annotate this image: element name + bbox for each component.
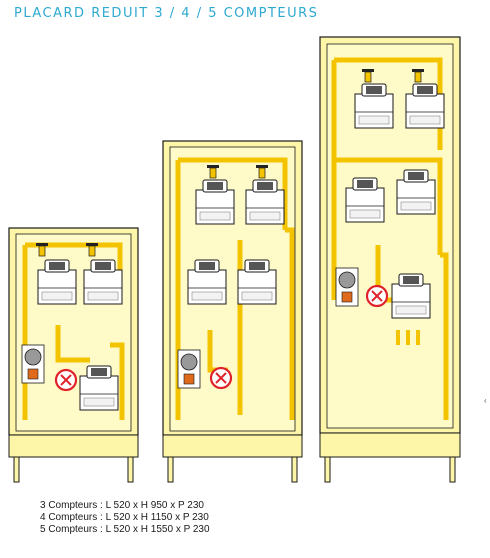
edge-mark: ‹	[484, 396, 487, 405]
dimensions-list: 3 Compteurs : L 520 x H 950 x P 230 4 Co…	[40, 500, 210, 536]
meter-label: G4	[252, 276, 261, 283]
cabinet-4-meters: G4 G4 G4 G4	[162, 140, 303, 483]
meter-label: G4	[260, 196, 269, 203]
spec-3-meters: 3 Compteurs : L 520 x H 950 x P 230	[40, 500, 204, 511]
no-smoking-warning-icon	[54, 368, 78, 392]
meter-label: G4	[369, 100, 378, 107]
meter-label: G4	[360, 194, 369, 201]
meter-label: G4	[411, 186, 420, 193]
cabinet-5-meters: G4 G4 G4 G4 G4	[319, 36, 461, 483]
meter-label: G4	[406, 290, 415, 297]
cabinets-diagram: G4 G4 G4 G4 G4 G4 G4	[8, 36, 461, 483]
page-title: PLACARD REDUIT 3 / 4 / 5 COMPTEURS	[14, 6, 319, 21]
meter-label: G4	[420, 100, 429, 107]
spec-5-meters: 5 Compteurs : L 520 x H 1550 x P 230	[40, 524, 210, 535]
regulator-icon	[177, 349, 201, 389]
meter-label: G4	[94, 382, 103, 389]
no-smoking-warning-icon	[209, 366, 233, 390]
meter-label: G4	[202, 276, 211, 283]
regulator-icon	[335, 267, 359, 307]
spec-4-meters: 4 Compteurs : L 520 x H 1150 x P 230	[40, 512, 209, 523]
regulator-icon	[21, 344, 45, 384]
meter-label: G4	[210, 196, 219, 203]
cabinet-3-meters: G4 G4 G4	[8, 227, 139, 483]
no-smoking-warning-icon	[365, 284, 389, 308]
meter-label: G4	[52, 276, 61, 283]
meter-label: G4	[98, 276, 107, 283]
